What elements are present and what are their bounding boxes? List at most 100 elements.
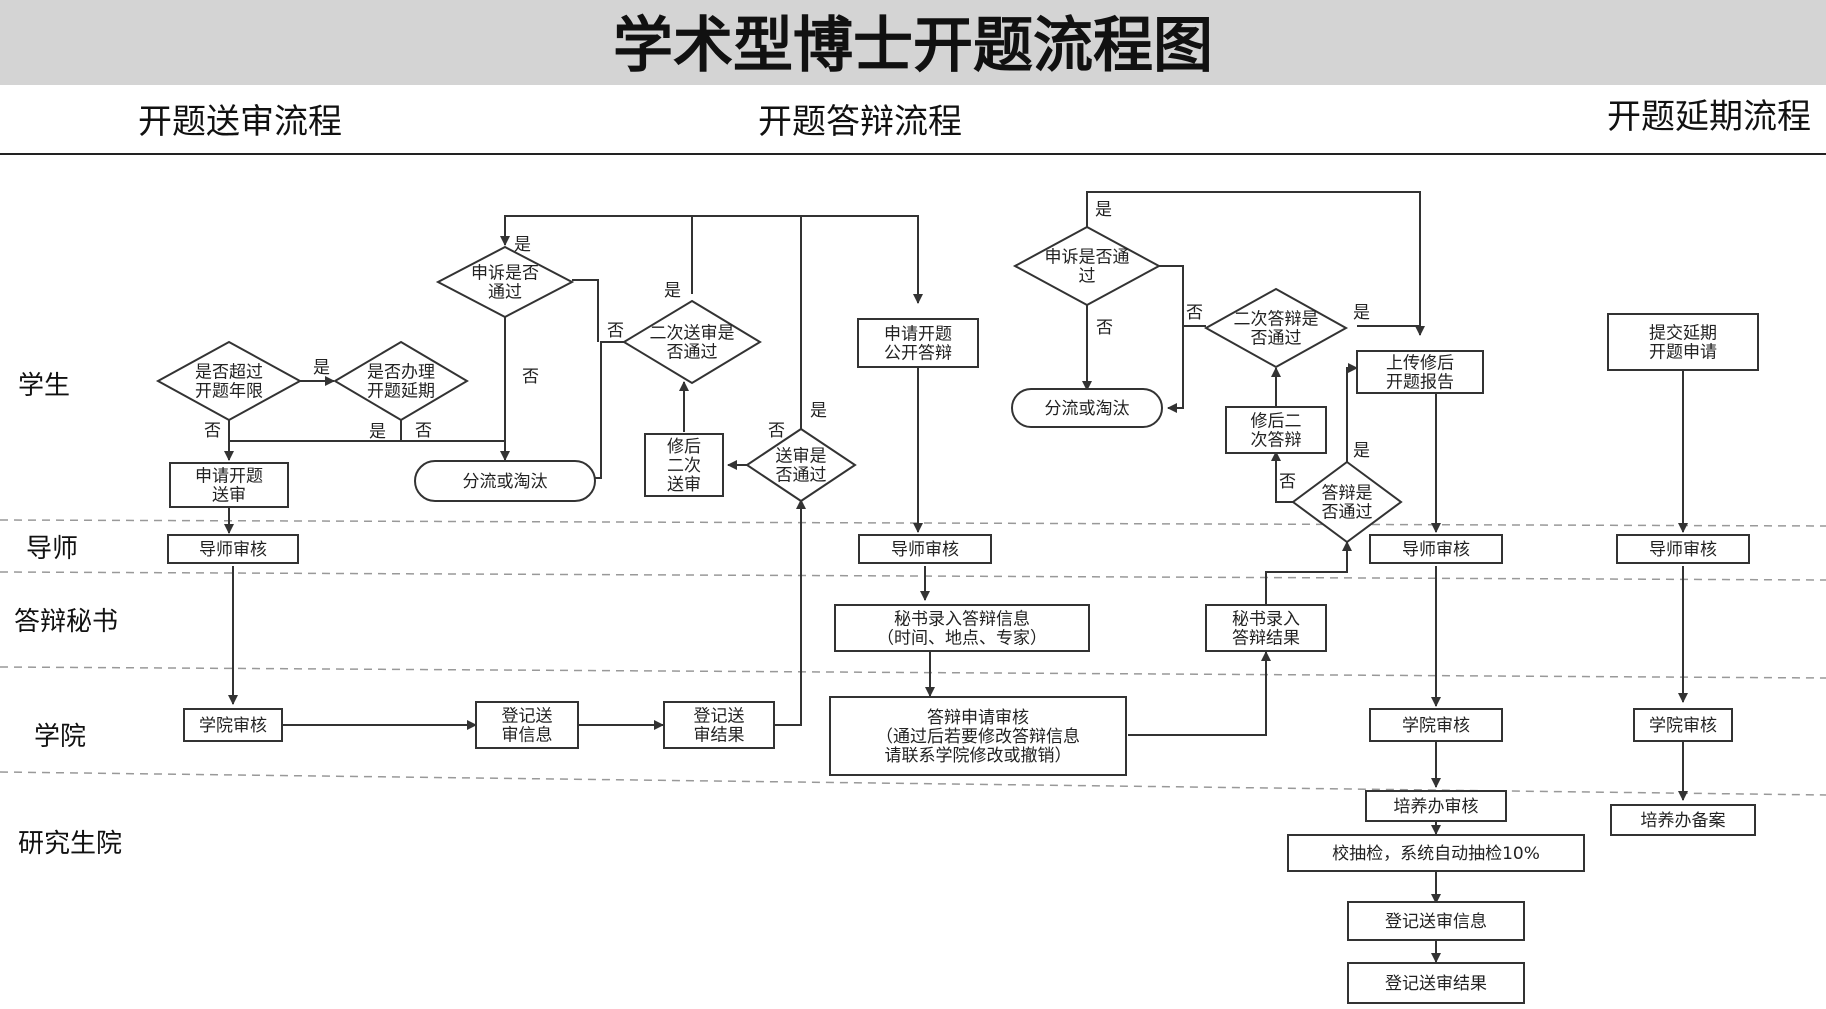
upload-revised-report-box-label: 上传修后	[1386, 354, 1454, 374]
decision-apply-delay-shape	[333, 340, 469, 422]
edge-label-yes: 是	[664, 281, 681, 301]
lane-label-college: 学院	[34, 722, 86, 752]
edge-label-yes: 是	[1095, 200, 1112, 220]
revised-second-review-box-label: 修后	[667, 437, 701, 457]
apply-review-box-shape	[169, 462, 289, 508]
supervisor-review-3: 导师审核	[1369, 534, 1503, 564]
edge-label-no: 否	[1096, 318, 1113, 338]
submit-delay-application-label: 提交延期	[1649, 324, 1717, 344]
supervisor-review-4: 导师审核	[1616, 534, 1750, 564]
decision-appeal-2-label: 申诉是否通	[1045, 248, 1130, 268]
training-office-filing-label: 培养办备案	[1641, 811, 1726, 831]
register-review-result-1-label: 审结果	[694, 726, 745, 746]
college-review-3-label: 学院审核	[1402, 716, 1470, 736]
register-review-info-1-label: 审信息	[502, 726, 553, 746]
register-review-info-2-label: 登记送审信息	[1385, 912, 1487, 932]
defense-application-review-label: （通过后若要修改答辩信息	[876, 727, 1080, 747]
decision-appeal-label: 申诉是否	[471, 264, 539, 284]
register-review-result-2-shape	[1347, 962, 1525, 1004]
supervisor-review-1-shape	[167, 534, 299, 564]
decision-defense-pass-label: 答辩是	[1322, 484, 1373, 504]
edge-label-no: 否	[1186, 303, 1203, 323]
nodes: 是否超过开题年限是否办理开题延期申诉是否通过二次送审是否通过分流或淘汰申请开题送…	[155, 225, 1759, 1004]
edge-label-no: 否	[607, 321, 624, 341]
register-review-info-1-label: 登记送	[502, 707, 553, 727]
secretary-enter-defense-info-label: （时间、地点、专家）	[877, 629, 1047, 649]
revised-second-review-box-label: 送审	[667, 475, 701, 495]
lane-label-secretary: 答辩秘书	[14, 607, 118, 637]
edge-label-no: 否	[522, 367, 539, 387]
training-office-filing: 培养办备案	[1610, 804, 1756, 836]
secretary-enter-defense-result-label: 秘书录入	[1232, 610, 1300, 630]
college-review-3-shape	[1369, 708, 1503, 742]
register-review-info-2: 登记送审信息	[1347, 901, 1525, 941]
college-review-4: 学院审核	[1633, 708, 1733, 742]
decision-exceed-limit-shape	[155, 340, 303, 422]
supervisor-review-4-label: 导师审核	[1649, 540, 1717, 560]
training-office-review-shape	[1365, 790, 1507, 822]
register-review-result-2: 登记送审结果	[1347, 962, 1525, 1004]
lane-label-student: 学生	[18, 371, 70, 401]
decision-second-defense-label: 二次答辩是	[1234, 310, 1319, 330]
submit-delay-application-label: 开题申请	[1649, 343, 1717, 363]
defense-application-review-label: 请联系学院修改或撤销）	[885, 746, 1072, 766]
decision-appeal-2-label: 过	[1079, 267, 1096, 287]
training-office-filing-shape	[1610, 804, 1756, 836]
register-review-info-1: 登记送审信息	[475, 701, 579, 749]
secretary-enter-defense-info-shape	[834, 604, 1090, 652]
decision-appeal-label: 通过	[488, 283, 522, 303]
college-review-4-shape	[1633, 708, 1733, 742]
section-title-delay: 开题延期流程	[1607, 97, 1811, 137]
decision-second-review-shape	[622, 299, 762, 385]
edge-label-no: 否	[204, 421, 221, 441]
section-title-defense: 开题答辩流程	[758, 102, 962, 142]
training-office-review-label: 培养办审核	[1394, 797, 1479, 817]
lane-divider	[0, 519, 1826, 527]
upload-revised-report-box-label: 开题报告	[1386, 373, 1454, 393]
decision-apply-delay-label: 开题延期	[367, 382, 435, 402]
decision-defense-pass-label: 否通过	[1322, 503, 1373, 523]
lane-label-graduate-school: 研究生院	[18, 829, 122, 859]
supervisor-review-2-label: 导师审核	[891, 540, 959, 560]
revised-second-defense-box-label: 修后二	[1251, 412, 1302, 432]
supervisor-review-3-shape	[1369, 534, 1503, 564]
edge-label-yes: 是	[1353, 441, 1370, 461]
outcome-diversion-elimination-shape	[414, 460, 596, 502]
apply-defense-box-shape	[857, 318, 979, 368]
defense-application-review-shape	[829, 696, 1127, 776]
register-review-info-2-shape	[1347, 901, 1525, 941]
edge-label-no: 否	[415, 421, 432, 441]
supervisor-review-1-label: 导师审核	[199, 540, 267, 560]
training-office-review: 培养办审核	[1365, 790, 1507, 822]
college-review-3: 学院审核	[1369, 708, 1503, 742]
section-title-review: 开题送审流程	[138, 102, 342, 142]
upload-revised-report-box-shape	[1356, 350, 1484, 394]
decision-exceed-limit-label: 是否超过	[195, 363, 263, 383]
outcome-diversion-elimination-2: 分流或淘汰	[1011, 388, 1163, 428]
supervisor-review-2-shape	[858, 534, 992, 564]
secretary-enter-defense-info: 秘书录入答辩信息（时间、地点、专家）	[834, 604, 1090, 652]
supervisor-review-2: 导师审核	[858, 534, 992, 564]
college-review-1-shape	[183, 708, 283, 742]
edges	[224, 191, 1688, 963]
edge-label-no: 否	[1279, 472, 1296, 492]
revised-second-review-box-shape	[644, 433, 724, 497]
supervisor-review-3-label: 导师审核	[1402, 540, 1470, 560]
outcome-diversion-elimination: 分流或淘汰	[414, 460, 596, 502]
apply-defense-box-label: 公开答辩	[884, 344, 952, 364]
edge-labels: 是 否 是 否 是 否 否 是 否 是 是 否 否 是 是 否	[204, 200, 1370, 492]
edge-label-yes: 是	[369, 422, 386, 442]
secretary-enter-defense-result-label: 答辩结果	[1232, 629, 1300, 649]
college-review-4-label: 学院审核	[1649, 716, 1717, 736]
